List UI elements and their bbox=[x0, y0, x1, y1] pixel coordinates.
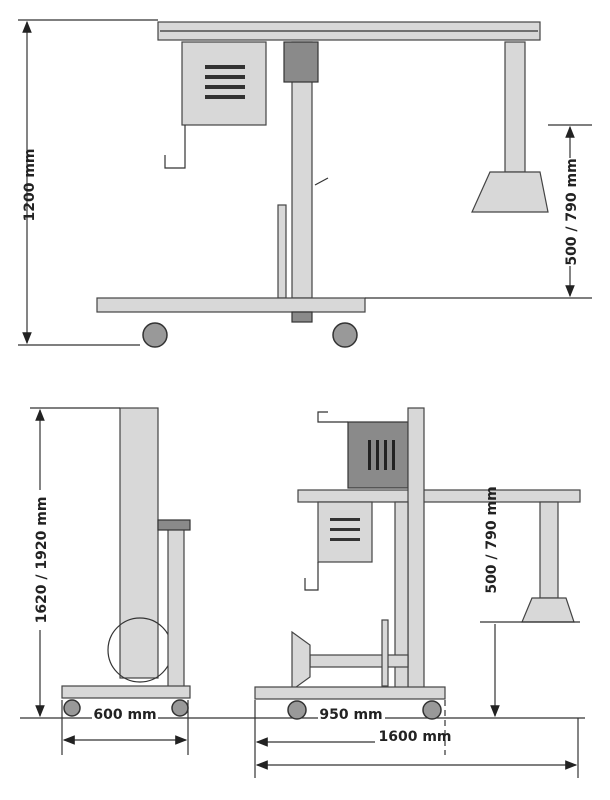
front-support-column bbox=[539, 501, 559, 599]
side-column bbox=[167, 524, 185, 688]
side-base bbox=[61, 685, 191, 699]
wheel-icon bbox=[171, 699, 189, 717]
width-600-label: 600 mm bbox=[93, 707, 156, 723]
support-height-label-front: 500 / 790 mm bbox=[484, 486, 500, 593]
side-view: 1620 / 1920 mm 600 mm bbox=[30, 407, 191, 755]
support-height-label-top: 500 / 790 mm bbox=[564, 158, 580, 265]
wheel-icon bbox=[287, 700, 307, 720]
vent-slots bbox=[205, 65, 245, 99]
front-panel-edge bbox=[407, 407, 425, 691]
height-1200-label: 1200 mm bbox=[22, 148, 38, 221]
wheel-icon bbox=[142, 322, 168, 348]
length-1600-label: 1600 mm bbox=[378, 729, 451, 745]
support-column bbox=[504, 41, 526, 173]
control-panel bbox=[181, 41, 267, 126]
wheel-icon bbox=[332, 322, 358, 348]
support-foot bbox=[471, 171, 549, 213]
wheel-icon bbox=[422, 700, 442, 720]
post bbox=[277, 204, 287, 299]
front-base bbox=[254, 686, 446, 700]
front-top-rail bbox=[297, 489, 581, 503]
front-view: 500 / 790 mm 950 mm 1600 mm bbox=[254, 407, 581, 778]
arm-head bbox=[291, 630, 311, 692]
upper-view: 1200 mm 500 / 790 mm bbox=[18, 19, 592, 348]
front-support-foot bbox=[521, 597, 575, 623]
arm bbox=[309, 654, 409, 668]
lever bbox=[314, 177, 329, 186]
base-plate bbox=[96, 297, 366, 313]
height-1620-label: 1620 / 1920 mm bbox=[34, 497, 50, 624]
side-panel bbox=[119, 407, 159, 679]
length-950-label: 950 mm bbox=[319, 707, 382, 723]
cable-hook bbox=[164, 125, 186, 169]
wheel-icon bbox=[63, 699, 81, 717]
column-joint bbox=[283, 41, 319, 83]
